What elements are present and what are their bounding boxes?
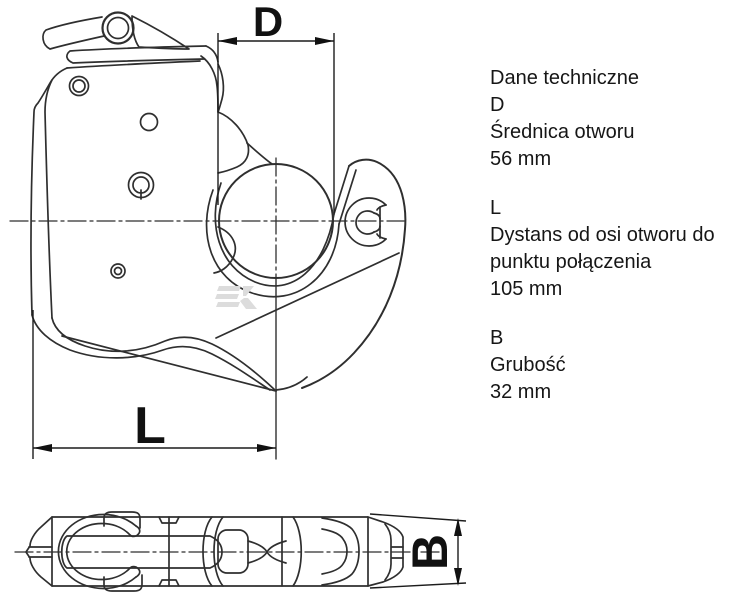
bv-boss [217,529,249,574]
hole-low-inner [113,266,123,276]
bottom-view [14,511,441,592]
pin-bar [66,45,207,64]
spec-symbol: D [490,94,505,116]
latch-wedge [333,165,357,225]
bottom-wave-upper [51,317,277,392]
technical-data-panel: Dane techniczne D Średnica otworu 56 mm … [490,65,742,406]
spec-distance: L Dystans od osi otworu do punktu połącz… [490,195,742,303]
dim-l-arrow-left [33,444,52,452]
bv-tip-slot [28,546,53,558]
hook-throat-inner [214,182,335,287]
spring-clip [344,197,387,247]
bv-nose [367,516,404,587]
spec-value: 56 mm [490,148,552,170]
plate-right-petal-1 [200,55,225,113]
dimension-b: B [369,513,467,589]
dim-b-arrow-top [454,518,462,536]
spec-description: Średnica otworu [490,121,635,143]
spec-value: 105 mm [490,278,563,300]
spec-description: Grubość [490,354,566,376]
bottom-wave-lower [31,314,271,391]
plate-right-petal-2 [217,111,250,174]
plate-top-edge [66,60,201,69]
front-view [9,11,407,460]
dimension-d-label: D [253,0,283,45]
dim-b-extension-top [369,513,467,522]
spec-diameter: D Średnica otworu 56 mm [490,92,742,173]
linch-pin-handle [42,16,105,50]
hook-technical-drawing: D L [9,0,467,592]
spec-description: Dystans od osi otworu do punktu połączen… [490,224,715,273]
spec-symbol: L [490,197,502,219]
dim-l-arrow-right [257,444,276,452]
bv-paren-pair [202,516,224,587]
dim-b-extension-bottom [369,582,467,589]
dim-d-arrow-left [218,37,237,45]
hole-top-inner [72,79,86,93]
bv-spring-clip [57,511,143,592]
bv-divider-1 [158,516,180,587]
bv-barrel-outer [321,517,360,586]
bv-pin-slot [60,535,223,569]
spec-thickness: B Grubość 32 mm [490,325,742,406]
dim-d-arrow-right [315,37,334,45]
plate-left-edge [30,67,68,316]
bottom-tangent-line [61,335,277,392]
bv-left-tip [25,516,53,587]
dimension-l-label: L [134,397,166,455]
pin-bar-corner [205,45,219,63]
hole-mid-small [139,112,159,132]
hole-top-outer [68,75,90,97]
bv-barrel-inner [321,528,348,575]
dimension-d: D [217,0,335,213]
bv-waist [247,540,287,564]
dimension-b-label: B [402,534,458,570]
dimension-l: L [32,310,276,459]
plate-left-inner-edge [44,79,53,319]
k-logo-watermark-icon [215,286,257,309]
bv-paren-right [292,516,302,587]
dim-b-arrow-bottom [454,568,462,586]
hook-outer-profile [301,158,407,389]
linch-pin-wedge [131,15,190,50]
hook-bottom-tip [275,376,308,391]
bv-nose-inner [384,523,404,581]
hook-section-diagonal [215,252,400,339]
hook-throat-outer [205,189,340,298]
hole-low-outer [110,263,126,279]
linch-pin-ring-inner [106,16,130,40]
spec-value: 32 mm [490,381,552,403]
spec-symbol: B [490,327,504,349]
panel-title: Dane techniczne [490,67,639,89]
petal-to-socket-curve [246,142,273,165]
